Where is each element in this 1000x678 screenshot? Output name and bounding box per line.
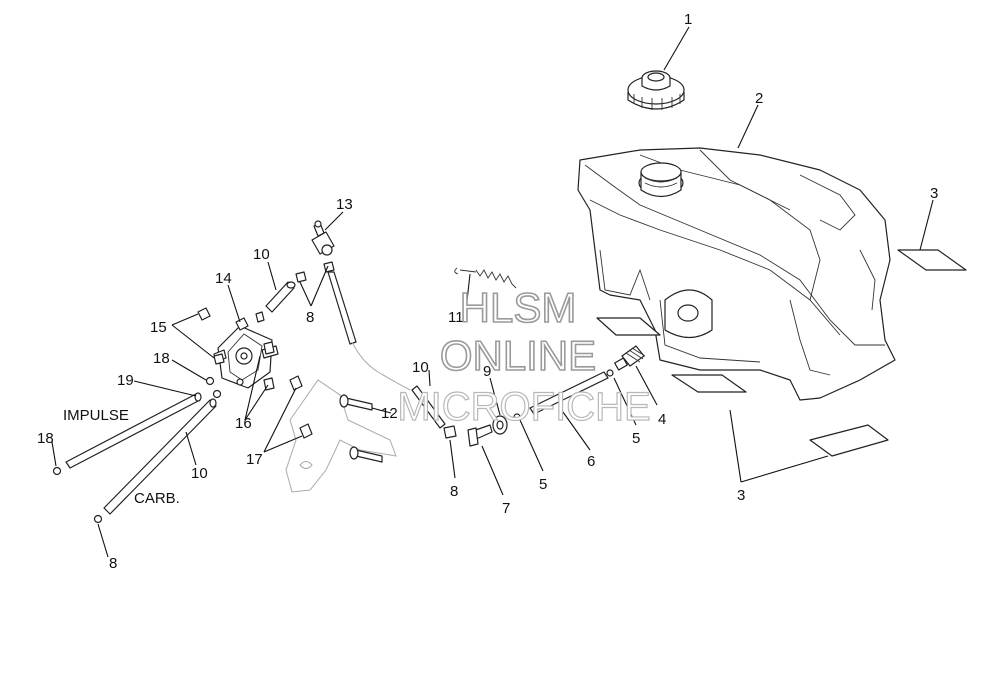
callout-3: 3 [930,185,938,202]
callout-3: 3 [737,487,745,504]
tank-pad [596,249,967,457]
callout-8: 8 [450,483,458,500]
fuel-line-curved [327,271,411,391]
impulse-hose [65,392,202,469]
callout-13: 13 [336,196,353,213]
inline-fuel-filter [467,415,508,447]
shutoff-valve [311,220,335,273]
hose-clamp-8 [443,425,457,439]
spring-clip [454,267,517,289]
callout-7: 7 [502,500,510,517]
clamp-8-upper [295,271,307,283]
bracket-bolt [339,394,383,463]
watermark: HLSM ONLINE MICROFICHE [397,283,652,429]
callout-18: 18 [153,350,170,367]
fuel-tank [577,147,896,401]
callout-18: 18 [37,430,54,447]
callout-8: 8 [109,555,117,572]
callout-4: 4 [658,411,666,428]
callout-10: 10 [253,246,270,263]
carb-label: CARB. [134,490,180,507]
hose-clamp [513,369,614,421]
callout-9: 9 [483,363,491,380]
callout-2: 2 [755,90,763,107]
pump-bracket [285,375,397,493]
callout-labels: 1 2 3 3 4 5 5 6 7 8 8 8 9 10 10 10 11 12… [37,11,938,572]
callout-16: 16 [235,415,252,432]
callout-12: 12 [381,405,398,422]
fuel-cap [627,70,685,110]
fuel-hose-6 [529,371,609,415]
callout-1: 1 [684,11,692,28]
callout-6: 6 [587,453,595,470]
fuel-hose-10-center [411,385,446,429]
callout-17: 17 [246,451,263,468]
watermark-line-2: ONLINE [440,332,596,379]
callout-8: 8 [306,309,314,326]
callout-5: 5 [632,430,640,447]
leader-lines [51,26,934,558]
callout-10: 10 [412,359,429,376]
fuel-hose-10-short [265,281,296,313]
callout-11: 11 [448,309,464,326]
carb-hose [103,398,217,515]
impulse-label: IMPULSE [63,407,129,424]
callout-19: 19 [117,372,134,389]
callout-15: 15 [150,319,167,336]
watermark-line-3: MICROFICHE [397,385,650,429]
callout-5: 5 [539,476,547,493]
watermark-line-1: HLSM [460,284,577,331]
fuel-fitting [614,345,646,371]
callout-10: 10 [191,465,208,482]
hose-clamp-18 [52,376,222,524]
callout-14: 14 [215,270,232,287]
